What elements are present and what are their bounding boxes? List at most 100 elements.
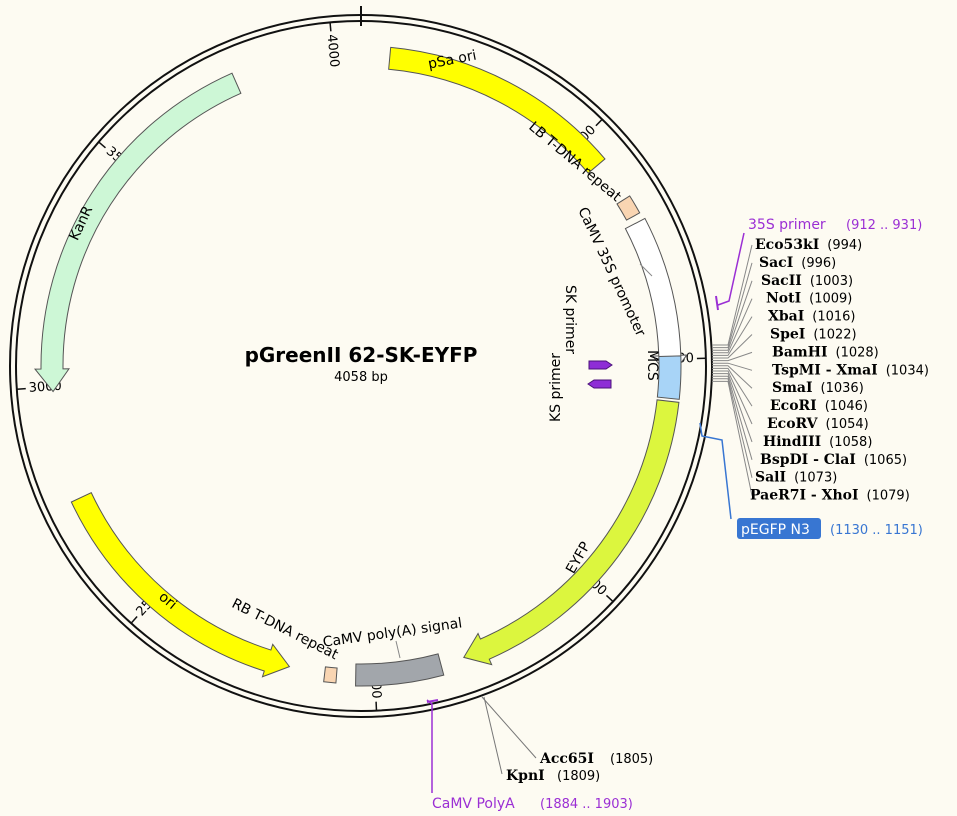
site-position: (1065) xyxy=(864,453,907,468)
acc65i-leader xyxy=(481,696,537,759)
site-name: EcoRI xyxy=(770,398,817,414)
site-leader xyxy=(712,351,753,362)
site-name: SalI xyxy=(755,470,786,486)
site-leader xyxy=(712,334,753,359)
camv35s-promoter-feature: CaMV 35S promoter xyxy=(574,205,688,380)
tick-mark xyxy=(329,22,332,32)
eyfp-feature: EYFP xyxy=(463,399,680,666)
site-leader xyxy=(712,380,753,496)
camv-polya-primer: CaMV PolyA (1884 .. 1903) xyxy=(426,699,633,812)
kanr-arc xyxy=(33,72,242,393)
tick-mark xyxy=(130,616,138,624)
site-leader xyxy=(712,244,753,346)
camv-polya-signal-label: CaMV poly(A) signal xyxy=(322,615,463,650)
mcs-label: MCS xyxy=(644,350,660,381)
tick-mark xyxy=(595,118,603,127)
restriction-sites-bottom: Acc65I (1805) KpnI (1809) xyxy=(481,696,653,784)
pegfp-n3-leader xyxy=(699,422,732,520)
mcs-arc xyxy=(656,355,682,400)
tick-label: 4000 xyxy=(324,34,342,68)
site-leader xyxy=(712,316,753,356)
site-leader xyxy=(712,373,753,443)
site-name: BspDI - ClaI xyxy=(760,452,856,468)
site-name: XbaI xyxy=(768,309,804,325)
site-name: Eco53kI xyxy=(755,237,819,253)
site-name: SmaI xyxy=(772,380,813,396)
ks-primer-label: KS primer xyxy=(548,353,564,422)
camv-polya-leader xyxy=(426,699,433,793)
pegfp-n3-name: pEGFP N3 xyxy=(741,522,810,538)
site-position: (1073) xyxy=(794,471,837,486)
pegfp-n3-range: (1130 .. 1151) xyxy=(830,523,923,538)
kanr-feature: KanR xyxy=(33,72,242,393)
35s-primer-range: (912 .. 931) xyxy=(846,218,922,233)
tick-mark xyxy=(16,387,26,390)
psa-ori-feature: pSa ori xyxy=(388,46,606,174)
camv-polya-name: CaMV PolyA xyxy=(432,796,515,812)
site-position: (1079) xyxy=(867,489,910,504)
kpni-name: KpnI xyxy=(506,768,545,784)
site-name: EcoRV xyxy=(767,416,819,432)
kpni-leader xyxy=(483,696,503,775)
pegfp-n3-label-bg xyxy=(737,518,821,539)
acc65i-name: Acc65I xyxy=(539,751,594,767)
kpni-pos: (1809) xyxy=(557,769,600,784)
camv-polya-signal-feature: CaMV poly(A) signal xyxy=(322,615,463,687)
plasmid-size: 4058 bp xyxy=(334,370,388,385)
site-leader xyxy=(712,375,753,460)
ori-arc xyxy=(70,491,291,678)
site-name: NotI xyxy=(766,291,801,307)
site-position: (1022) xyxy=(813,328,856,343)
site-position: (994) xyxy=(827,238,862,253)
site-leader xyxy=(712,378,753,478)
site-position: (1058) xyxy=(829,435,872,450)
polya-signal-leader xyxy=(395,640,401,659)
tick-mark xyxy=(98,141,106,149)
tick-mark xyxy=(605,594,614,603)
sk-primer: SK primer xyxy=(562,285,613,370)
site-name: TspMI - XmaI xyxy=(772,362,878,378)
site-position: (1036) xyxy=(821,381,864,396)
camv-polya-signal-arc xyxy=(355,653,445,687)
site-name: BamHI xyxy=(772,344,828,360)
35s-primer: 35S primer (912 .. 931) xyxy=(715,217,922,311)
site-leader xyxy=(712,370,753,425)
camv-polya-mark xyxy=(426,699,439,703)
mcs-feature: MCS xyxy=(644,350,682,400)
lb-repeat-arc xyxy=(616,195,641,221)
site-leader xyxy=(712,362,753,371)
site-name: SacII xyxy=(761,273,802,289)
site-name: SpeI xyxy=(770,327,805,343)
site-leader xyxy=(712,298,753,354)
plasmid-name: pGreenII 62-SK-EYFP xyxy=(245,343,478,367)
ks-primer-arrow xyxy=(587,379,612,389)
site-position: (1009) xyxy=(809,292,852,307)
site-name: HindIII xyxy=(763,434,821,450)
ori-feature: ori xyxy=(70,491,291,678)
site-position: (996) xyxy=(801,256,836,271)
promoter-leader xyxy=(639,263,653,277)
sk-primer-label: SK primer xyxy=(562,285,578,354)
site-position: (1046) xyxy=(825,399,868,414)
site-name: PaeR7I - XhoI xyxy=(750,488,859,504)
site-position: (1003) xyxy=(810,274,853,289)
site-leader xyxy=(712,367,753,407)
site-position: (1028) xyxy=(836,345,879,360)
site-leader xyxy=(712,365,753,389)
restriction-sites-right: Eco53kI (994) SacI (996) SacII (1003) NotI (100… xyxy=(712,237,929,504)
35s-primer-mark xyxy=(715,295,719,311)
sk-primer-arrow xyxy=(588,360,613,370)
site-position: (1016) xyxy=(812,310,855,325)
site-position: (1034) xyxy=(886,363,929,378)
rb-repeat-arc xyxy=(323,666,338,684)
pegfp-n3-primer: pEGFP N3 (1130 .. 1151) xyxy=(699,422,923,539)
site-name: SacI xyxy=(759,255,793,271)
eyfp-arc xyxy=(463,399,680,666)
site-leader xyxy=(712,262,753,349)
site-position: (1054) xyxy=(826,417,869,432)
camv-polya-range: (1884 .. 1903) xyxy=(540,797,633,812)
acc65i-pos: (1805) xyxy=(610,752,653,767)
35s-primer-leader xyxy=(717,232,745,306)
site-leader xyxy=(712,280,753,351)
